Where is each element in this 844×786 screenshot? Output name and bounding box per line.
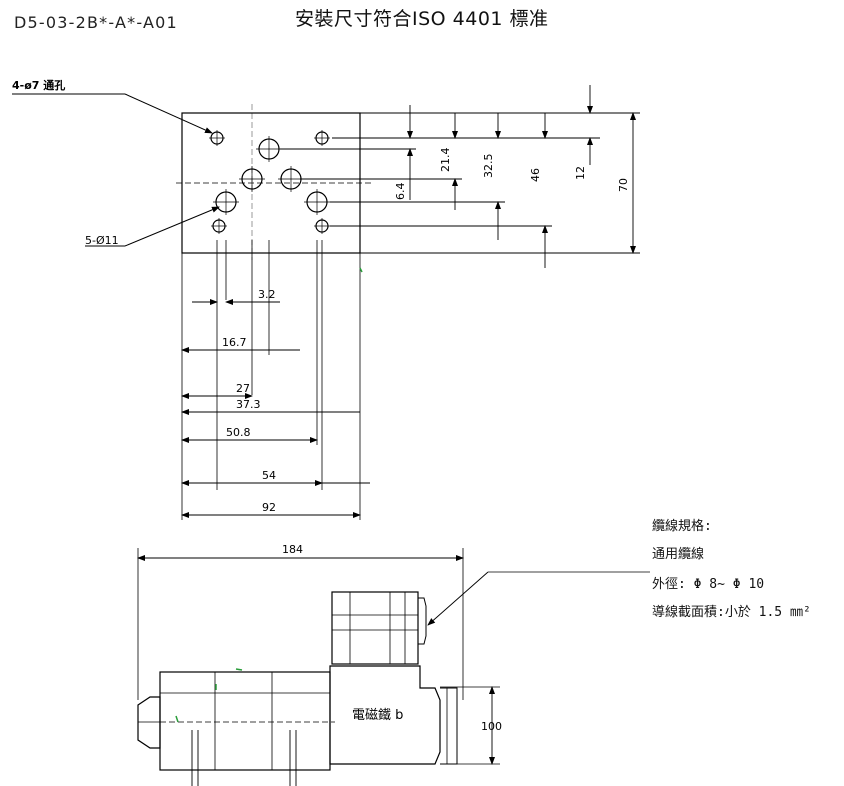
mounting-plate xyxy=(176,104,372,260)
cable-spec-cross-section: 導線截面積:小於 1.5 ㎜² xyxy=(652,605,811,620)
horizontal-dimension-lines xyxy=(181,299,370,518)
dim-100: 100 xyxy=(481,720,502,733)
dim-6-4: 6.4 xyxy=(394,183,407,201)
dim-54: 54 xyxy=(262,469,276,482)
dim-37-3: 37.3 xyxy=(236,398,261,411)
hole-small-label: 4-ø7 通孔 xyxy=(12,79,65,92)
dim-27: 27 xyxy=(236,382,250,395)
dim-16-7: 16.7 xyxy=(222,336,247,349)
hole-large-label: 5-Ø11 xyxy=(85,234,119,247)
scan-specks xyxy=(175,267,363,723)
dim-50-8: 50.8 xyxy=(226,426,251,439)
vertical-dimension-values: 6.4 21.4 32.5 46 12 70 xyxy=(394,148,630,201)
dim-46: 46 xyxy=(529,168,542,182)
dim-21-4: 21.4 xyxy=(439,148,452,173)
dim-12: 12 xyxy=(574,166,587,180)
page-title: 安裝尺寸符合ISO 4401 標准 xyxy=(295,8,549,30)
hole-callouts xyxy=(12,93,220,247)
vertical-dimension-lines xyxy=(280,85,640,268)
dim-32-5: 32.5 xyxy=(482,154,495,179)
dim-3-2: 3.2 xyxy=(258,288,276,301)
cable-spec-heading: 纜線規格: xyxy=(652,519,712,534)
side-view xyxy=(137,548,650,786)
vertical-extension-lines xyxy=(181,240,361,520)
port-holes xyxy=(209,130,330,234)
solenoid-label: 電磁鐵 b xyxy=(352,707,403,723)
cable-spec-type: 通用纜線 xyxy=(652,547,705,562)
model-code: D5-03-2B*-A*-A01 xyxy=(14,13,178,32)
dim-184: 184 xyxy=(282,543,303,556)
cable-spec-diameter: 外徑: Φ 8~ Φ 10 xyxy=(652,577,765,592)
dim-70: 70 xyxy=(617,178,630,192)
dim-92: 92 xyxy=(262,501,276,514)
horizontal-dimension-values: 3.2 16.7 27 37.3 50.8 54 92 xyxy=(222,288,276,514)
